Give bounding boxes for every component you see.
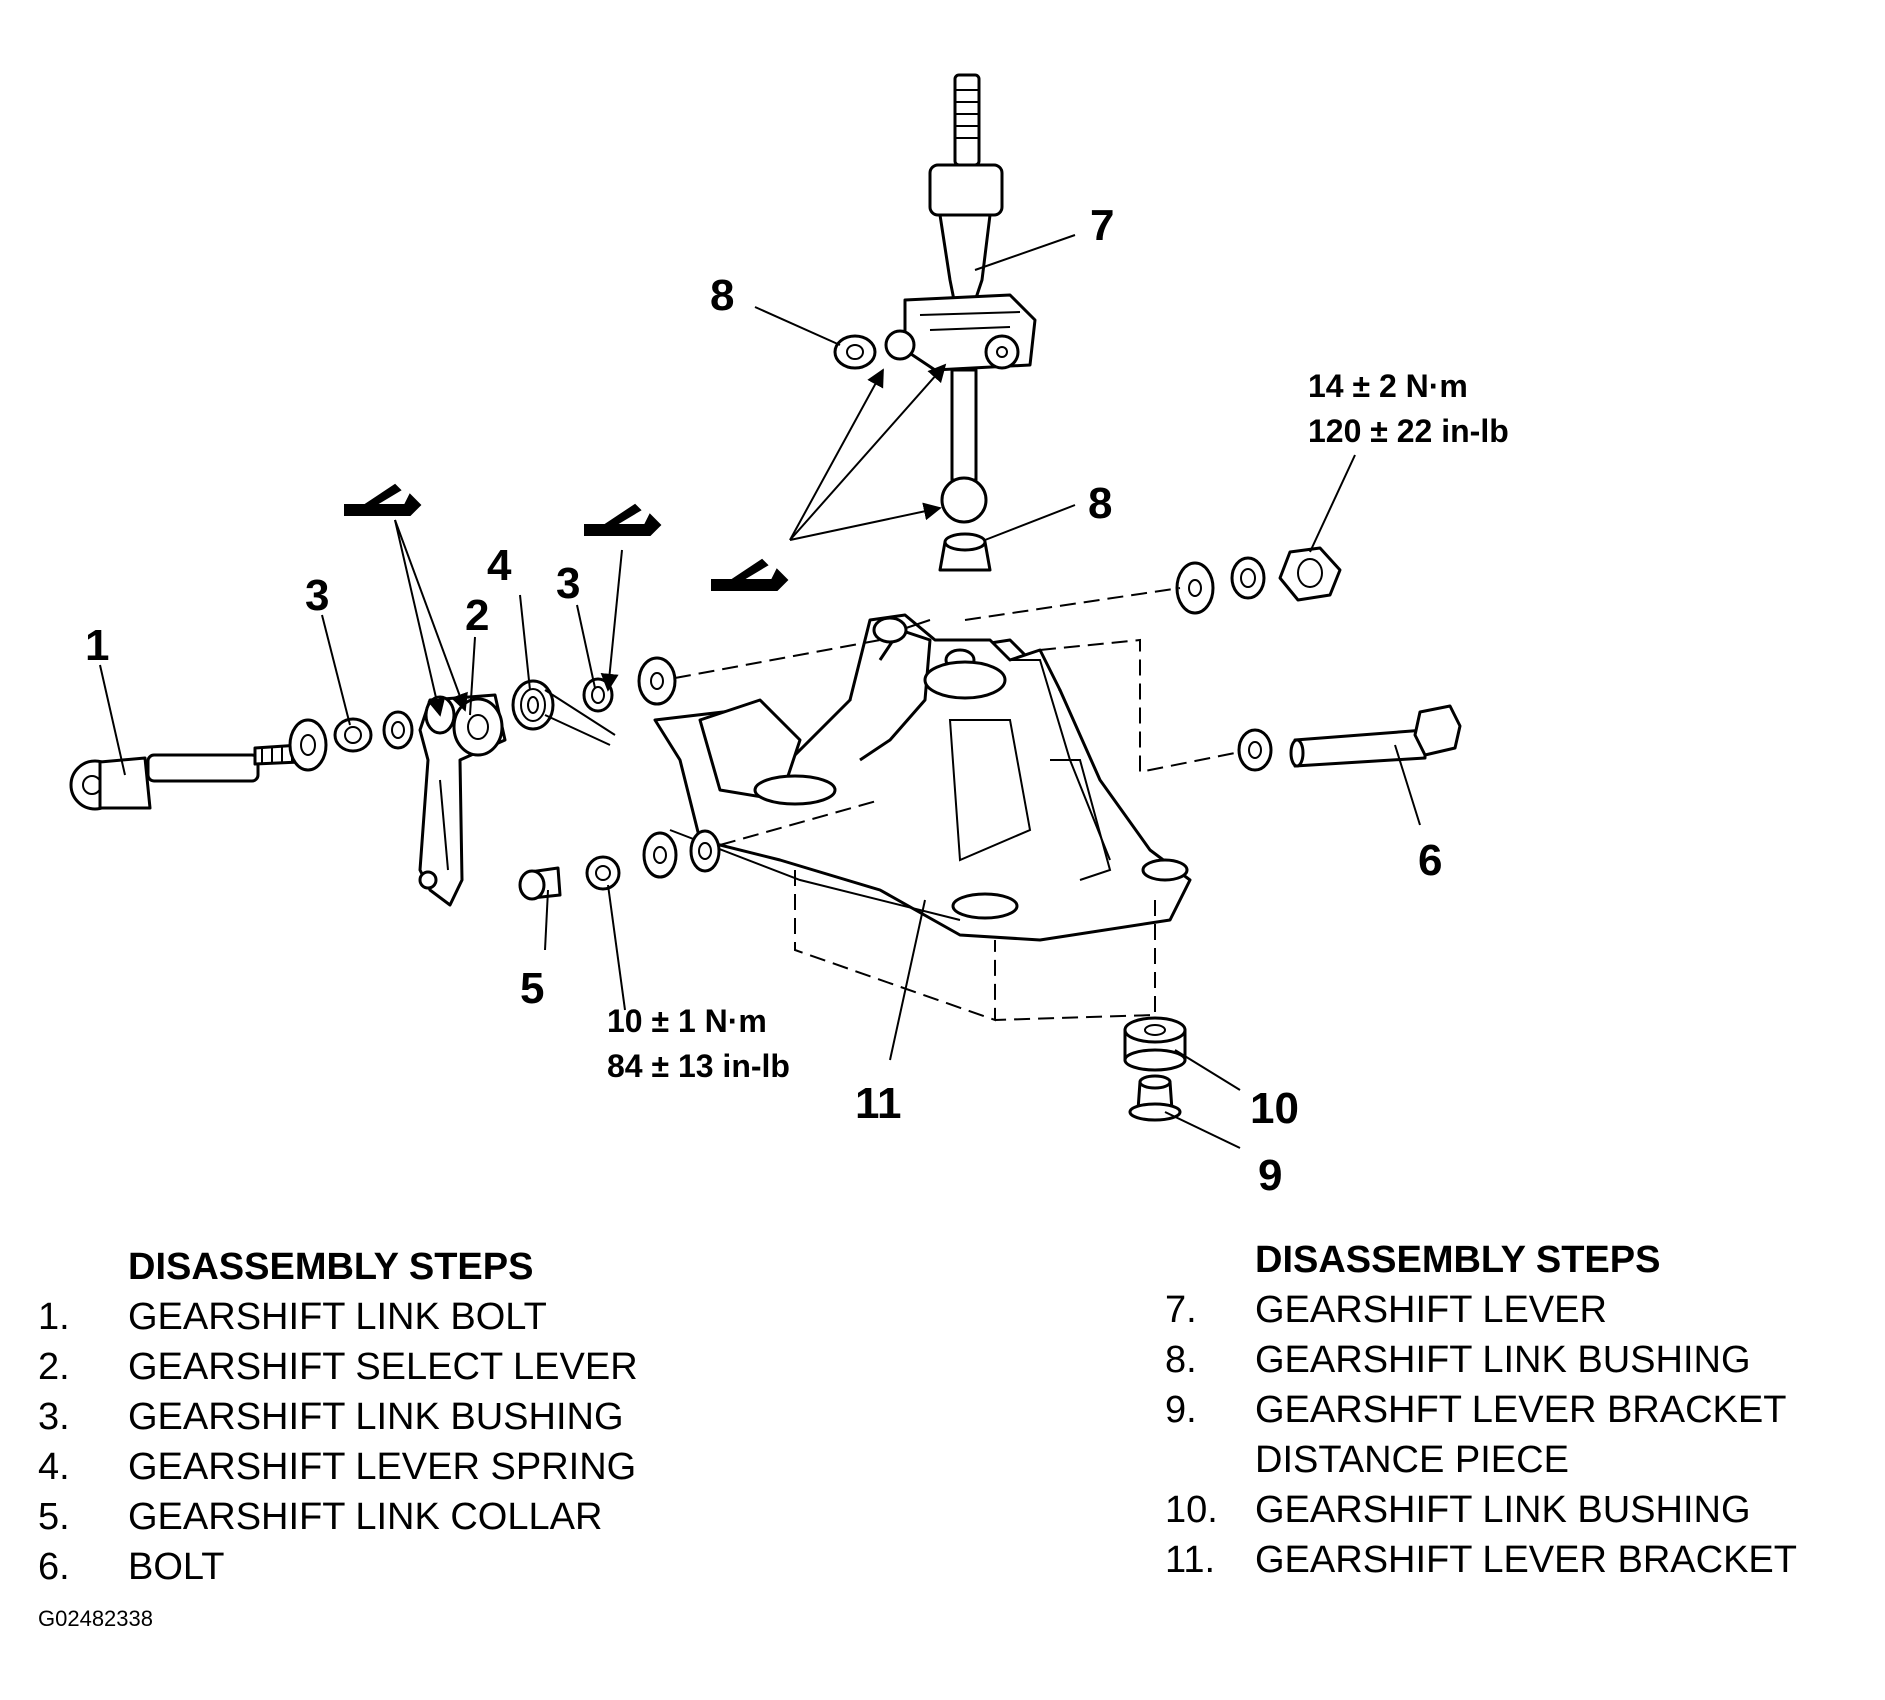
nut-right [1278, 546, 1342, 602]
leader-lines [99, 234, 1421, 1149]
gearshift-link-bolt [69, 743, 302, 811]
assembly-line-top [674, 587, 1181, 679]
callout-7: 7 [1090, 201, 1114, 250]
callout-3-right: 3 [556, 559, 580, 608]
link-bushing-10 [1123, 1016, 1187, 1072]
gearshift-select-lever [418, 693, 507, 907]
collar-washer-2 [642, 831, 678, 879]
gearshift-lever-bracket [653, 613, 1192, 942]
callout-9: 9 [1258, 1151, 1282, 1200]
distance-piece-9 [1128, 1074, 1182, 1122]
callout-1: 1 [85, 621, 109, 670]
callout-2: 2 [465, 591, 489, 640]
callout-4: 4 [487, 541, 512, 590]
assembly-line-collar [719, 799, 881, 846]
washer-right-1 [1175, 561, 1215, 615]
washer-bracket-left [637, 656, 677, 706]
list-item: 9.GEARSHFT LEVER BRACKET [1165, 1389, 1787, 1431]
list-item: 3.GEARSHIFT LINK BUSHING [38, 1396, 624, 1438]
grease-symbol-2 [584, 503, 662, 536]
steps-left-heading: DISASSEMBLY STEPS [128, 1246, 534, 1288]
callout-3-left: 3 [305, 571, 329, 620]
callout-8-upper: 8 [710, 271, 734, 320]
list-item: 8.GEARSHIFT LINK BUSHING [1165, 1339, 1751, 1381]
washer-small-left [382, 710, 414, 750]
list-item: 1.GEARSHIFT LINK BOLT [38, 1296, 547, 1338]
callout-8-lower: 8 [1088, 479, 1112, 528]
assembly-line-right [1039, 638, 1241, 774]
washer-right-2 [1230, 556, 1266, 600]
list-item: 11.GEARSHIFT LEVER BRACKET [1165, 1539, 1797, 1581]
link-bushing-8-upper [833, 334, 877, 370]
disassembly-steps-left: DISASSEMBLY STEPS 1.GEARSHIFT LINK BOLT … [38, 1242, 638, 1592]
callout-10: 10 [1250, 1084, 1299, 1133]
list-item: 4.GEARSHIFT LEVER SPRING [38, 1446, 637, 1488]
list-item: 2.GEARSHIFT SELECT LEVER [38, 1346, 638, 1388]
link-bushing-8-lower [938, 532, 992, 572]
list-item: 5.GEARSHIFT LINK COLLAR [38, 1496, 603, 1538]
figure-id: G02482338 [38, 1606, 153, 1631]
torque-bottom-nm: 10 ± 1 N·m [607, 1003, 767, 1039]
bolt-6 [1237, 704, 1462, 772]
gearshift-link-collar [518, 866, 562, 901]
assembly-line-bottom [794, 870, 1156, 1022]
collar-washer-1 [585, 855, 621, 891]
steps-right-heading: DISASSEMBLY STEPS [1255, 1239, 1661, 1281]
list-item: 7.GEARSHIFT LEVER [1165, 1289, 1607, 1331]
gearshift-lever-spring [511, 679, 616, 746]
list-item: DISTANCE PIECE [1255, 1439, 1569, 1481]
washer-left [288, 718, 328, 772]
torque-bottom-inlb: 84 ± 13 in-lb [607, 1048, 790, 1084]
list-item: 6.BOLT [38, 1546, 225, 1588]
grease-symbol-1 [344, 483, 422, 516]
callout-6: 6 [1418, 836, 1442, 885]
collar-washer-3 [689, 829, 721, 873]
torque-top-inlb: 120 ± 22 in-lb [1308, 413, 1509, 449]
torque-top-nm: 14 ± 2 N·m [1308, 368, 1468, 404]
gearshift-lever [884, 73, 1037, 524]
link-bushing-3-left [333, 717, 373, 753]
disassembly-steps-right: DISASSEMBLY STEPS 7.GEARSHIFT LEVER 8.GE… [1165, 1235, 1797, 1585]
grease-symbol-3 [711, 558, 789, 591]
callout-11: 11 [855, 1079, 902, 1128]
list-item: 10.GEARSHIFT LINK BUSHING [1165, 1489, 1751, 1531]
callout-5: 5 [520, 964, 544, 1013]
